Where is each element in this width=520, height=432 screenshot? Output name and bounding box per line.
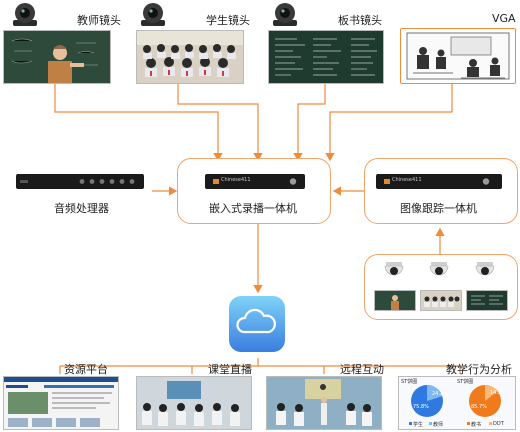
analysis-thumbnail: ST饼图 ST饼图 24.2% 75.8% 14.2% 85.7% 学生 教师 … (398, 376, 516, 430)
tracking-thumb (374, 290, 416, 311)
resource-thumbnail (3, 376, 119, 430)
line-to-outputs (59, 358, 461, 374)
cloud-icon (229, 296, 285, 356)
recorder-device: Chinese411 (205, 174, 305, 189)
live-label: 课堂直播 (208, 363, 252, 376)
pie-left-minor (427, 385, 443, 401)
pie-left-major-pct: 75.8% (413, 404, 429, 410)
dome-camera-icon (474, 262, 496, 286)
tracker-brand: Chinese411 (392, 177, 422, 183)
dome-camera-icon (383, 262, 405, 286)
line-vga (325, 82, 453, 162)
line-teacher (54, 84, 223, 162)
analysis-right-title: ST饼图 (457, 379, 474, 385)
pie-left-minor-pct: 24.2% (432, 391, 448, 397)
remote-label: 远程互动 (340, 363, 384, 376)
recorder-box (177, 158, 331, 224)
vga-label: VGA (492, 12, 516, 25)
analysis-left-title: ST饼图 (401, 379, 418, 385)
vga-thumbnail (400, 28, 516, 84)
board-cam-thumbnail (268, 30, 384, 84)
recorder-label: 嵌入式录播一体机 (209, 202, 297, 215)
student-camera-icon (138, 2, 168, 28)
tracker-device: Chinese411 (376, 174, 502, 189)
legend-left-0: 学生 (413, 422, 424, 428)
remote-thumbnail (266, 376, 382, 430)
teacher-camera-icon (10, 2, 40, 28)
audio-processor-device (16, 174, 144, 189)
legend-right-1: DDT (493, 421, 504, 427)
pie-right-minor (485, 385, 498, 401)
tracking-thumb (420, 290, 462, 311)
resource-label: 资源平台 (64, 363, 108, 376)
board-cam-label: 板书镜头 (338, 14, 382, 27)
student-cam-thumbnail (136, 30, 244, 84)
pie-right-major-pct: 85.7% (471, 404, 487, 410)
legend-left-1: 教师 (433, 422, 444, 428)
student-cam-label: 学生镜头 (206, 14, 250, 27)
dome-camera-icon (428, 262, 450, 286)
line-student (177, 84, 263, 162)
legend-right-0: 教书 (471, 422, 482, 428)
board-camera-icon (270, 2, 300, 28)
tracker-label: 图像跟踪一体机 (400, 202, 477, 215)
tracker-box (364, 158, 518, 224)
live-thumbnail (136, 376, 252, 430)
teacher-cam-thumbnail (3, 30, 111, 84)
audio-processor-label: 音频处理器 (54, 202, 109, 215)
analysis-label: 教学行为分析 (446, 363, 512, 376)
line-board (293, 84, 326, 162)
pie-right-minor-pct: 14.2% (490, 390, 506, 396)
teacher-cam-label: 教师镜头 (77, 14, 121, 27)
tracking-thumb (466, 290, 508, 311)
recorder-brand: Chinese411 (221, 177, 251, 183)
